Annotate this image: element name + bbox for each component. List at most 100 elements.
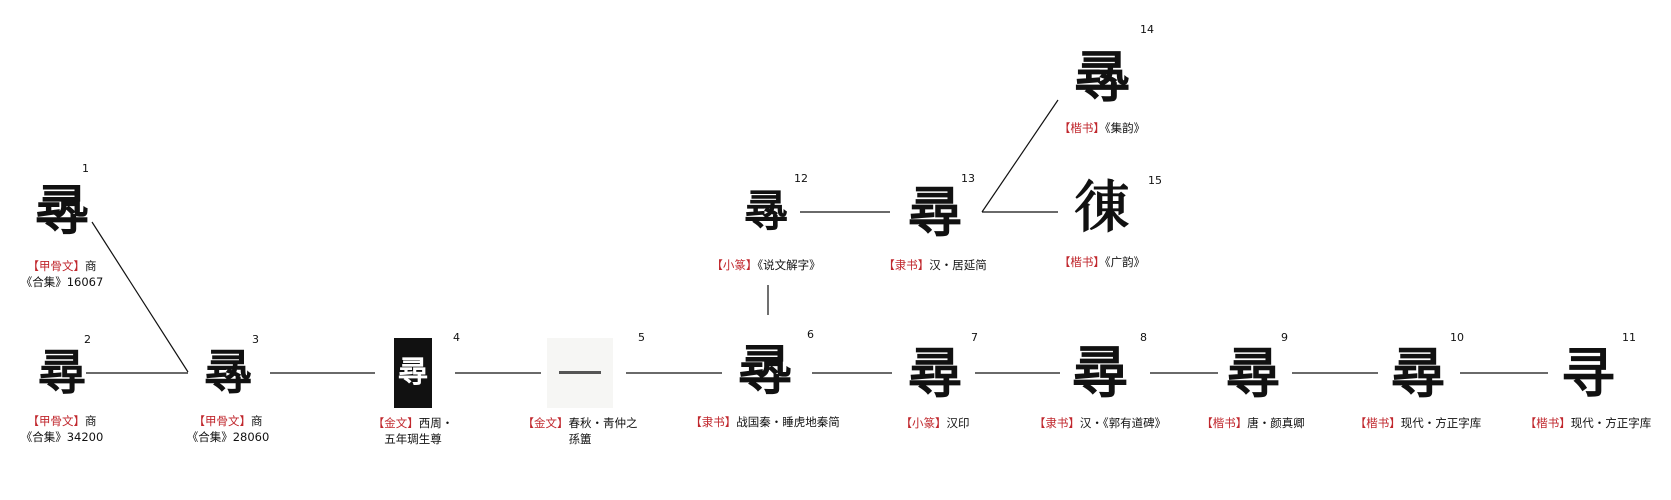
script-type-tag: 小篆	[711, 258, 757, 272]
source-text: 《合集》34200	[20, 430, 104, 444]
character-glyph: 寻	[1561, 341, 1615, 405]
script-type-tag: 甲骨文	[28, 259, 86, 273]
source-text: 《集韵》	[1104, 121, 1146, 135]
caption-line: 《合集》34200	[21, 429, 104, 445]
caption-line: 楷书《集韵》	[1059, 120, 1145, 136]
caption-line: 《合集》28060	[187, 429, 270, 445]
connector-1-3	[91, 221, 189, 373]
form-caption: 楷书《广韵》	[1059, 254, 1145, 270]
form-number: 7	[971, 331, 978, 344]
form-caption: 隶书汉・居延简	[883, 257, 987, 273]
form-caption: 甲骨文商《合集》16067	[21, 258, 104, 290]
caption-line: 楷书现代・方正字库	[1525, 415, 1652, 431]
character-glyph: 尋	[908, 341, 962, 405]
source-text: 西周・	[418, 416, 454, 430]
character-glyph: 尋	[1072, 340, 1128, 406]
form-number: 13	[961, 172, 975, 185]
script-type-tag: 甲骨文	[28, 414, 86, 428]
script-type-tag: 楷书	[1059, 255, 1105, 269]
script-type-tag: 甲骨文	[194, 414, 252, 428]
form-number: 8	[1140, 331, 1147, 344]
form-caption: 楷书《集韵》	[1059, 120, 1145, 136]
source-text: 春秋・靑仲之	[568, 416, 638, 430]
script-type-tag: 楷书	[1355, 416, 1401, 430]
caption-line: 甲骨文商	[21, 413, 104, 429]
character-glyph: 㝷	[203, 345, 253, 401]
caption-line: 隶书汉・《郭有道碑》	[1034, 415, 1166, 431]
script-type-tag: 隶书	[1034, 416, 1080, 430]
form-number: 12	[794, 172, 808, 185]
form-number: 3	[252, 333, 259, 346]
form-number: 6	[807, 328, 814, 341]
caption-line: 楷书现代・方正字库	[1355, 415, 1482, 431]
source-text: 《合集》16067	[20, 275, 104, 289]
character-glyph: 尋	[908, 180, 962, 244]
character-glyph: 尋	[37, 345, 87, 401]
form-number: 1	[82, 162, 89, 175]
character-glyph: 尋	[1226, 341, 1280, 405]
form-caption: 楷书唐・颜真卿	[1201, 415, 1305, 431]
caption-line: 孫簠	[523, 431, 638, 447]
source-text: 商	[85, 414, 97, 428]
script-type-tag: 小篆	[901, 416, 947, 430]
source-text: 汉・居延简	[929, 258, 987, 272]
form-number: 4	[453, 331, 460, 344]
source-text: 现代・方正字库	[1570, 416, 1652, 430]
form-caption: 楷书现代・方正字库	[1355, 415, 1482, 431]
script-type-tag: 楷书	[1201, 416, 1247, 430]
caption-line: 《合集》16067	[21, 274, 104, 290]
source-text: 汉印	[946, 416, 970, 430]
script-type-tag: 隶书	[883, 258, 929, 272]
character-glyph: 㝷	[1074, 45, 1130, 111]
script-type-tag: 金文	[523, 416, 569, 430]
bronze-rubbing: 尋	[394, 338, 432, 408]
faded-rubbing	[547, 338, 613, 408]
script-type-tag: 楷书	[1059, 121, 1105, 135]
caption-line: 楷书唐・颜真卿	[1201, 415, 1305, 431]
caption-line: 甲骨文商	[21, 258, 104, 274]
form-number: 2	[84, 333, 91, 346]
source-text: 五年琱生尊	[384, 432, 442, 446]
script-type-tag: 楷书	[1525, 416, 1571, 430]
form-caption: 金文西周・五年琱生尊	[373, 415, 454, 447]
form-number: 9	[1281, 331, 1288, 344]
form-number: 11	[1622, 331, 1636, 344]
form-caption: 小篆《说文解字》	[711, 257, 820, 273]
character-glyph: 𡬶	[35, 178, 89, 242]
character-glyph: 㝷	[744, 186, 788, 237]
source-text: 《说文解字》	[757, 258, 821, 272]
source-text: 《合集》28060	[186, 430, 270, 444]
form-number: 15	[1148, 174, 1162, 187]
source-text: 商	[251, 414, 263, 428]
faded-stroke	[559, 371, 601, 374]
form-number: 14	[1140, 23, 1154, 36]
source-text: 唐・颜真卿	[1247, 416, 1305, 430]
caption-line: 隶书战国秦・睡虎地秦简	[690, 414, 840, 430]
form-caption: 隶书战国秦・睡虎地秦简	[690, 414, 840, 430]
source-text: 现代・方正字库	[1400, 416, 1482, 430]
form-caption: 甲骨文商《合集》34200	[21, 413, 104, 445]
connector-13-14	[981, 99, 1059, 213]
caption-line: 楷书《广韵》	[1059, 254, 1145, 270]
form-number: 5	[638, 331, 645, 344]
source-text: 孫簠	[568, 432, 592, 446]
form-caption: 隶书汉・《郭有道碑》	[1034, 415, 1166, 431]
caption-line: 隶书汉・居延简	[883, 257, 987, 273]
caption-line: 小篆汉印	[901, 415, 970, 431]
caption-line: 金文西周・	[373, 415, 454, 431]
script-type-tag: 金文	[373, 416, 419, 430]
source-text: 战国秦・睡虎地秦简	[736, 415, 840, 429]
script-type-tag: 隶书	[690, 415, 736, 429]
source-text: 《广韵》	[1104, 255, 1146, 269]
character-glyph: 𢔅	[1074, 175, 1130, 241]
character-glyph: 𡬶	[738, 338, 792, 402]
form-caption: 甲骨文商《合集》28060	[187, 413, 270, 445]
form-number: 10	[1450, 331, 1464, 344]
character-glyph: 尋	[1391, 341, 1445, 405]
caption-line: 五年琱生尊	[373, 431, 454, 447]
caption-line: 小篆《说文解字》	[711, 257, 820, 273]
source-text: 商	[85, 259, 97, 273]
caption-line: 金文春秋・靑仲之	[523, 415, 638, 431]
